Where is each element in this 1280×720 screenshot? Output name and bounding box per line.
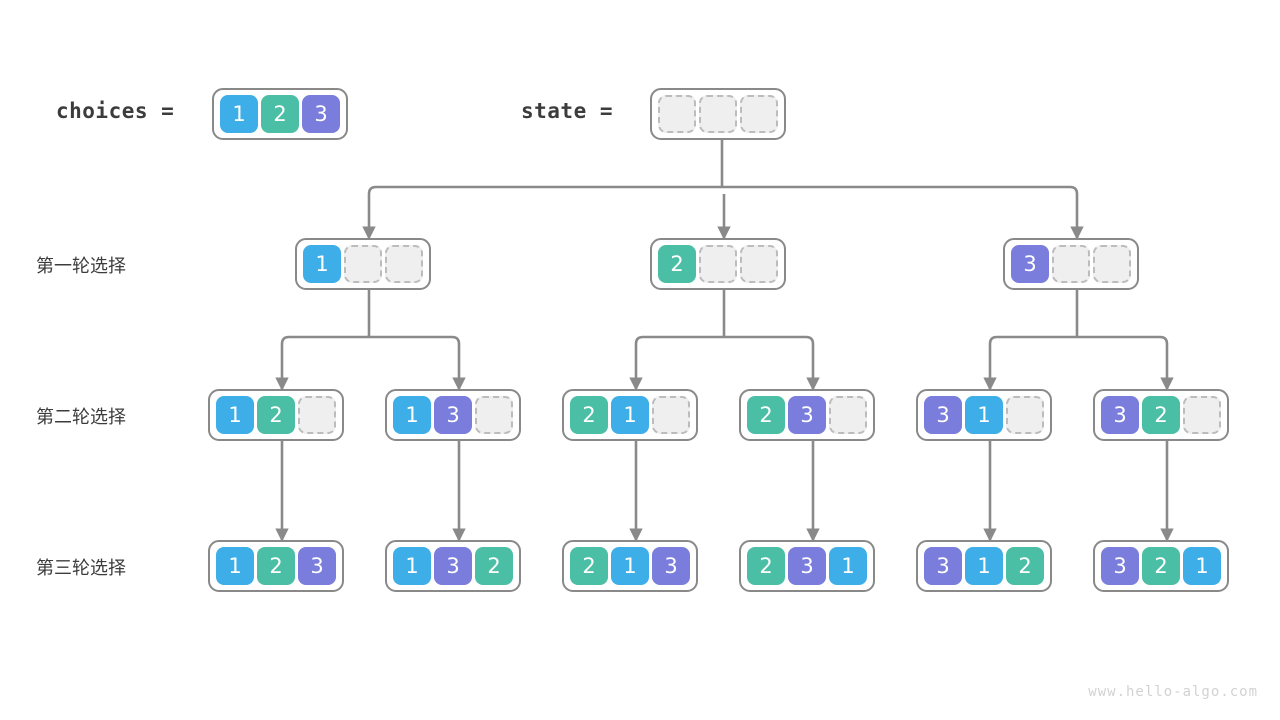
round1-node-1: 1 <box>295 238 431 290</box>
connector-edge <box>280 335 461 345</box>
row-label-round2: 第二轮选择 <box>36 407 126 428</box>
array-cell-value: 1 <box>393 547 431 585</box>
array-cell-value: 1 <box>393 396 431 434</box>
array-cell-empty <box>740 245 778 283</box>
connector-edge <box>634 335 815 345</box>
array-cell-value: 3 <box>1011 245 1049 283</box>
array-cell-value: 2 <box>1142 396 1180 434</box>
state-array-node <box>650 88 786 140</box>
array-cell-value: 1 <box>965 547 1003 585</box>
choices-label: choices = <box>56 99 175 123</box>
array-cell-value: 2 <box>475 547 513 585</box>
array-cell-value: 2 <box>747 396 785 434</box>
array-cell-empty <box>1183 396 1221 434</box>
array-cell-value: 1 <box>303 245 341 283</box>
array-cell-value: 2 <box>261 95 299 133</box>
array-cell-value: 2 <box>747 547 785 585</box>
array-cell-value: 1 <box>611 396 649 434</box>
array-cell-value: 1 <box>216 547 254 585</box>
array-cell-empty <box>658 95 696 133</box>
array-cell-empty <box>1093 245 1131 283</box>
array-cell-value: 2 <box>658 245 696 283</box>
array-cell-value: 3 <box>434 396 472 434</box>
row-label-round3: 第三轮选择 <box>36 558 126 579</box>
array-cell-value: 2 <box>570 547 608 585</box>
watermark: www.hello-algo.com <box>1088 684 1258 700</box>
state-label: state = <box>521 99 614 123</box>
array-cell-value: 1 <box>611 547 649 585</box>
array-cell-empty <box>740 95 778 133</box>
array-cell-value: 1 <box>216 396 254 434</box>
array-cell-value: 1 <box>965 396 1003 434</box>
array-cell-empty <box>699 95 737 133</box>
array-cell-value: 3 <box>924 396 962 434</box>
array-cell-value: 3 <box>1101 547 1139 585</box>
array-cell-value: 1 <box>1183 547 1221 585</box>
array-cell-value: 3 <box>652 547 690 585</box>
array-cell-value: 3 <box>924 547 962 585</box>
array-cell-empty <box>652 396 690 434</box>
round1-node-3: 3 <box>1003 238 1139 290</box>
array-cell-empty <box>699 245 737 283</box>
array-cell-empty <box>385 245 423 283</box>
array-cell-empty <box>475 396 513 434</box>
connector-edge <box>988 335 1169 345</box>
round1-node-2: 2 <box>650 238 786 290</box>
row-label-round1: 第一轮选择 <box>36 256 126 277</box>
array-cell-value: 2 <box>1142 547 1180 585</box>
array-cell-empty <box>1006 396 1044 434</box>
array-cell-value: 2 <box>1006 547 1044 585</box>
array-cell-value: 2 <box>257 547 295 585</box>
array-cell-value: 1 <box>220 95 258 133</box>
array-cell-empty <box>829 396 867 434</box>
array-cell-value: 3 <box>298 547 336 585</box>
array-cell-value: 1 <box>829 547 867 585</box>
array-cell-value: 3 <box>302 95 340 133</box>
array-cell-empty <box>1052 245 1090 283</box>
array-cell-value: 3 <box>434 547 472 585</box>
array-cell-value: 3 <box>1101 396 1139 434</box>
array-cell-value: 2 <box>570 396 608 434</box>
array-cell-value: 3 <box>788 547 826 585</box>
array-cell-empty <box>298 396 336 434</box>
array-cell-value: 3 <box>788 396 826 434</box>
array-cell-value: 2 <box>257 396 295 434</box>
array-cell-empty <box>344 245 382 283</box>
connector-edge <box>367 185 1079 195</box>
